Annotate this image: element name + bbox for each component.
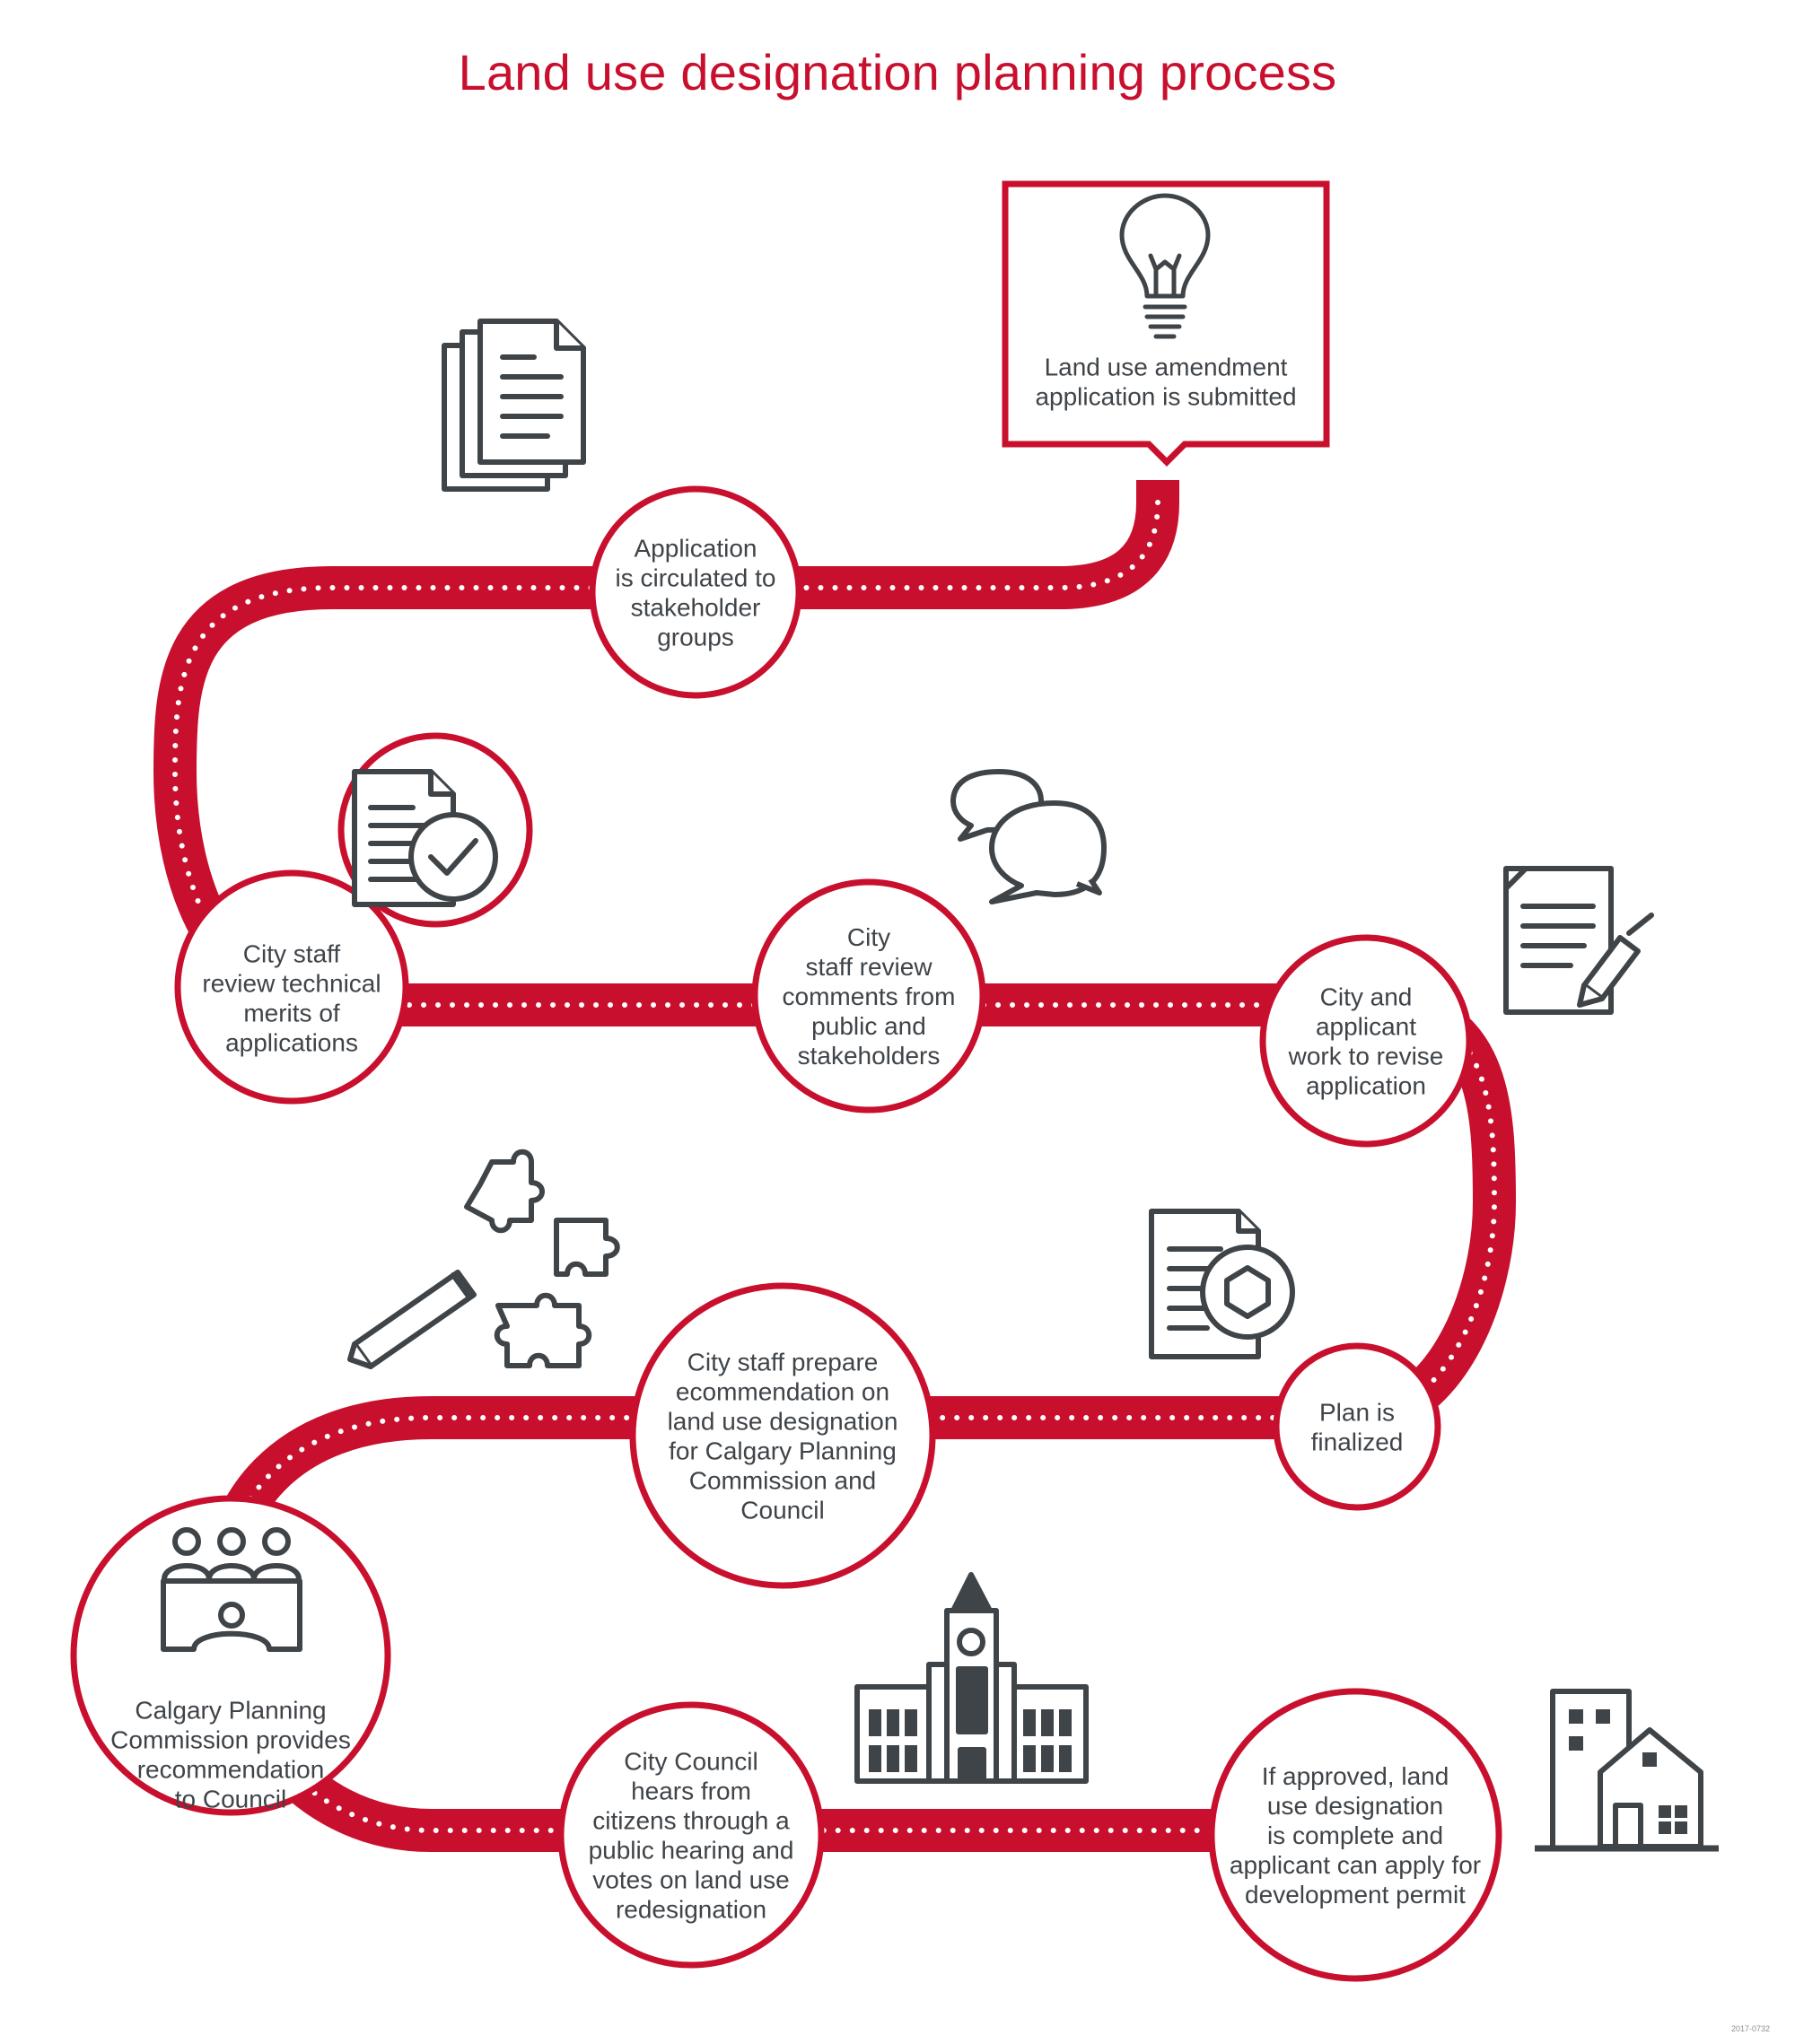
step-text-line: stakeholder	[631, 594, 761, 622]
step-text-line: groups	[657, 624, 734, 651]
step-text-line: applications	[225, 1029, 358, 1057]
step-text-line: is complete and	[1267, 1821, 1443, 1849]
step-text-line: City	[847, 923, 890, 951]
document-pen-icon	[1503, 866, 1654, 1015]
footer-code: 2017-0732	[1730, 2024, 1770, 2033]
step-text-line: stakeholders	[798, 1042, 941, 1070]
document-check-icon	[352, 769, 498, 907]
step-text-line: work to revise	[1288, 1043, 1444, 1070]
documents-stack-icon	[442, 319, 586, 492]
step-text-line: Land use amendment	[1045, 354, 1288, 381]
commission-meeting-icon	[161, 1527, 302, 1652]
step-text-line: applicant	[1316, 1013, 1416, 1041]
step-text-line: redesignation	[616, 1896, 766, 1924]
step-text-line: hears from	[631, 1778, 751, 1805]
step-text-line: land use designation	[668, 1408, 898, 1436]
step-text-line: application is submitted	[1035, 383, 1296, 411]
step-text-line: If approved, land	[1262, 1762, 1449, 1790]
step-text-line: public hearing and	[589, 1837, 794, 1865]
step-text-line: Calgary Planning	[135, 1697, 326, 1725]
document-settings-icon	[1149, 1209, 1295, 1359]
step-text-line: staff review	[805, 953, 933, 981]
step-text-line: City Council	[624, 1748, 757, 1776]
step-text-line: recommendation	[137, 1756, 325, 1784]
speech-bubbles-icon	[950, 769, 1107, 904]
step-text-line: City and	[1320, 983, 1413, 1011]
buildings-icon	[1535, 1689, 1719, 1852]
step-text-line: application	[1306, 1072, 1426, 1100]
step-text-line: public and	[811, 1012, 926, 1040]
step-text-line: Plan is	[1319, 1399, 1395, 1427]
step-text-line: development permit	[1245, 1881, 1466, 1909]
city-hall-icon	[854, 1572, 1089, 1784]
step-text-line: Council	[740, 1497, 824, 1524]
step-text-line: City staff	[243, 940, 341, 968]
lightbulb-icon	[1119, 193, 1211, 339]
step-text-line: citizens through a	[592, 1807, 790, 1835]
step-text-line: ecommendation on	[676, 1378, 889, 1406]
step-text-line: merits of	[243, 1000, 340, 1027]
step-text-line: applicant can apply for	[1230, 1851, 1481, 1879]
step-text-line: review technical	[202, 970, 381, 998]
step-text-line: use designation	[1267, 1792, 1443, 1820]
step-text-line: City staff prepare	[687, 1349, 879, 1376]
page-title: Land use designation planning process	[458, 44, 1337, 100]
step-text-line: Commission and	[689, 1467, 877, 1495]
step-text-line: Application	[635, 535, 757, 563]
step-text-line: to Council	[175, 1786, 287, 1813]
step-text-line: for Calgary Planning	[669, 1437, 897, 1465]
step-text-line: votes on land use	[592, 1866, 790, 1894]
step-text-line: finalized	[1311, 1428, 1404, 1456]
step-text-line: is circulated to	[616, 564, 776, 592]
step-text-line: Commission provides	[110, 1726, 351, 1754]
step-text-line: comments from	[783, 983, 956, 1010]
puzzle-pencil-icon	[347, 1149, 620, 1369]
